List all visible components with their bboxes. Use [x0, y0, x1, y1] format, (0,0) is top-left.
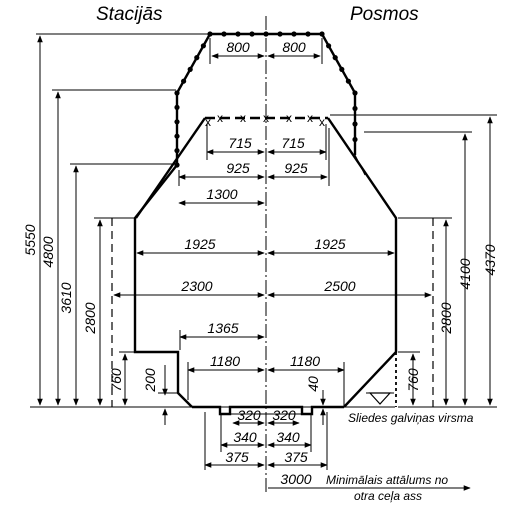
contour-dot — [207, 31, 213, 37]
label-4100: 4100 — [457, 258, 473, 289]
label-375-left: 375 — [225, 449, 249, 465]
label-340-right: 340 — [276, 429, 300, 445]
note-min-distance-1: Minimālais attālums no — [326, 473, 448, 487]
label-1300: 1300 — [206, 186, 237, 202]
gauge-outline — [133, 116, 398, 416]
contour-dot — [249, 31, 255, 37]
label-4370: 4370 — [482, 244, 498, 275]
contour-dot — [339, 66, 345, 72]
label-3000: 3000 — [280, 471, 311, 487]
height-dimension-lines — [36, 33, 497, 425]
label-1925-left: 1925 — [184, 236, 215, 252]
label-320-right: 320 — [272, 407, 296, 423]
contour-dot — [181, 78, 187, 84]
svg-text:x: x — [319, 115, 325, 129]
contour-dot — [352, 105, 358, 112]
label-3610: 3610 — [58, 282, 74, 313]
contour-dot — [200, 43, 206, 49]
svg-text:x: x — [263, 111, 269, 125]
label-800-right: 800 — [282, 39, 306, 55]
contour-dot — [305, 31, 311, 37]
contour-dot — [352, 90, 358, 96]
label-1180-right: 1180 — [290, 353, 320, 369]
label-760-right: 760 — [405, 368, 421, 392]
label-1180-left: 1180 — [210, 353, 240, 369]
contour-dot — [235, 31, 241, 37]
label-5550: 5550 — [22, 224, 38, 255]
label-925-left: 925 — [226, 160, 250, 176]
label-800-left: 800 — [226, 39, 250, 55]
contour-dot — [187, 66, 193, 72]
title-stations: Stacijās — [96, 4, 163, 25]
contour-dot — [174, 90, 180, 96]
note-rail-head: Sliedes galviņas virsma — [348, 411, 474, 425]
contour-dot — [326, 43, 332, 49]
label-200: 200 — [142, 368, 158, 393]
label-340-left: 340 — [233, 429, 257, 445]
label-715-right: 715 — [281, 135, 305, 151]
width-labels: 800 800 715 715 925 925 1300 1925 1925 2… — [180, 39, 355, 487]
svg-text:x: x — [205, 115, 211, 129]
svg-text:x: x — [307, 111, 313, 125]
label-2300: 2300 — [180, 278, 212, 294]
label-760-left: 760 — [108, 368, 124, 392]
contour-dot — [291, 31, 297, 37]
label-375-right: 375 — [284, 449, 308, 465]
label-715-left: 715 — [228, 135, 252, 151]
contour-dot — [174, 133, 180, 139]
label-2800-right: 2800 — [438, 302, 454, 334]
contour-dot — [174, 148, 180, 154]
height-labels: 5550 4800 3610 2800 760 200 40 760 2800 … — [22, 224, 498, 392]
contour-dot — [352, 136, 358, 143]
triangle-marker — [368, 392, 392, 405]
contour-dot — [277, 31, 283, 37]
contour-dot — [263, 31, 269, 37]
contour-dot — [221, 31, 227, 37]
contour-dot — [352, 121, 358, 127]
label-4800: 4800 — [40, 236, 56, 267]
label-1365: 1365 — [207, 320, 238, 336]
contour-dot — [174, 119, 180, 125]
label-320-left: 320 — [237, 407, 261, 423]
label-2500: 2500 — [323, 278, 355, 294]
svg-text:x: x — [240, 111, 246, 125]
contour-dot — [174, 104, 180, 110]
label-925-right: 925 — [284, 160, 308, 176]
contour-dot — [345, 78, 351, 84]
label-2800-left: 2800 — [82, 302, 98, 334]
inner-x-markers: x x x x x x x — [205, 111, 325, 129]
contour-dot — [332, 55, 338, 61]
svg-text:x: x — [286, 111, 292, 125]
label-40: 40 — [305, 376, 321, 392]
svg-text:x: x — [217, 111, 223, 125]
note-min-distance-2: otra ceļa ass — [354, 489, 422, 503]
width-dimension-lines — [113, 38, 471, 491]
title-sections: Posmos — [350, 4, 419, 25]
contour-dot — [194, 55, 200, 61]
contour-dot — [319, 31, 325, 37]
label-1925-right: 1925 — [314, 236, 345, 252]
